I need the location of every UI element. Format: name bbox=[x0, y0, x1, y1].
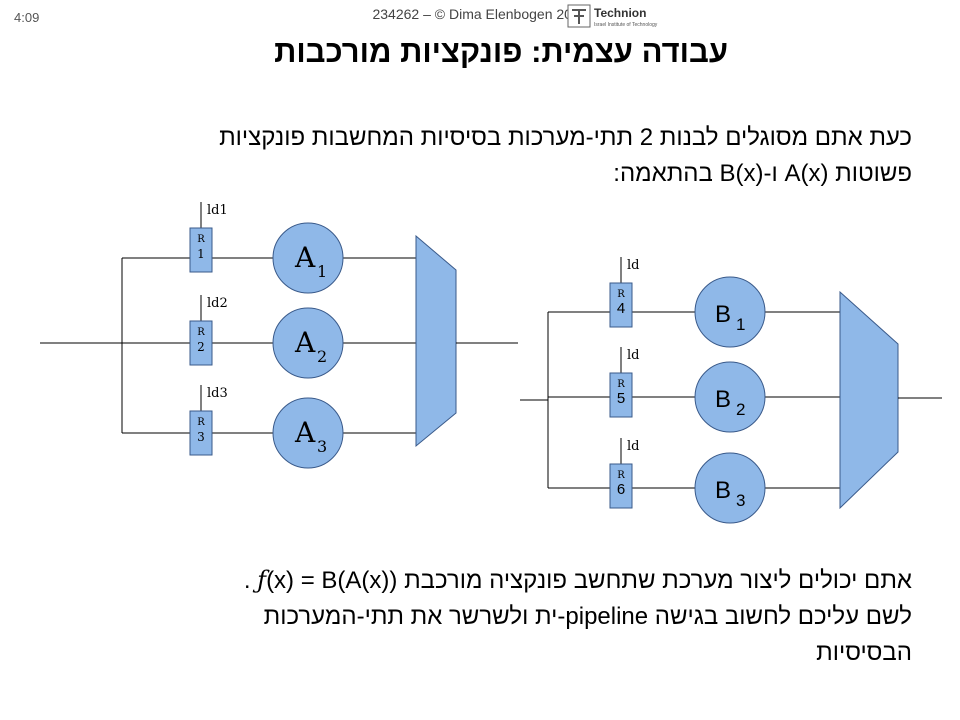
function-label: A bbox=[294, 241, 316, 274]
function-label: B bbox=[715, 386, 731, 413]
course-credit: 234262 – © Dima Elenbogen 2009 bbox=[372, 6, 588, 22]
register-box bbox=[609, 372, 633, 418]
function-circle bbox=[272, 397, 344, 469]
register-box bbox=[189, 320, 213, 366]
load-label: ld bbox=[627, 258, 639, 273]
task-line-3: הבסיסיות bbox=[816, 639, 912, 666]
intro-line-2: פשוטות A(x) ו-B(x) בהתאמה: bbox=[613, 160, 912, 187]
register-number: 3 bbox=[197, 430, 205, 444]
function-subscript: 2 bbox=[317, 347, 327, 366]
function-label: A bbox=[294, 416, 316, 449]
function-subscript: 3 bbox=[317, 437, 327, 456]
task-paragraph: אתם יכולים ליצור מערכת שתחשב פונקציה מור… bbox=[32, 562, 912, 671]
register-box bbox=[189, 227, 213, 273]
slide-title: עבודה עצמית: פונקציות מורכבות bbox=[274, 34, 728, 69]
register-number: 6 bbox=[617, 481, 625, 498]
load-label: ld bbox=[627, 348, 639, 363]
task-line-2: לשם עליכם לחשוב בגישה pipeline-ית ולשרשר… bbox=[263, 603, 912, 630]
load-label: ld bbox=[627, 439, 639, 454]
function-label: B bbox=[715, 301, 731, 328]
function-circle bbox=[694, 361, 766, 433]
logo-text: Technion bbox=[594, 6, 646, 20]
function-subscript: 1 bbox=[317, 262, 327, 281]
function-circle bbox=[272, 222, 344, 294]
logo-subtext: Israel Institute of Technology bbox=[594, 22, 658, 28]
multiplexer bbox=[415, 234, 457, 448]
formula-rest: (x) = B(A(x)) bbox=[266, 567, 398, 594]
subsystem-b: ldR4B10ldR5B21ldR6B32selB bbox=[520, 0, 942, 524]
task-line-1-end: . bbox=[243, 567, 251, 594]
register-box bbox=[609, 463, 633, 509]
select-prefix: sel bbox=[422, 0, 438, 3]
select-suffix: B bbox=[897, 0, 906, 3]
subsystem-a: ld1R1A10ld2R2A21ld3R3A32selA bbox=[40, 0, 518, 469]
task-line-1-text: אתם יכולים ליצור מערכת שתחשב פונקציה מור… bbox=[404, 567, 912, 594]
register-letter: R bbox=[617, 379, 625, 390]
function-subscript: 2 bbox=[736, 400, 745, 419]
register-number: 4 bbox=[617, 300, 625, 317]
register-box bbox=[609, 282, 633, 328]
function-circle bbox=[694, 276, 766, 348]
multiplexer bbox=[839, 290, 899, 510]
select-prefix: sel bbox=[879, 0, 895, 3]
load-label: ld1 bbox=[207, 203, 228, 218]
formula-f: ƒ bbox=[257, 566, 267, 594]
register-number: 2 bbox=[197, 340, 205, 354]
composite-formula: ƒ(x) = B(A(x)) bbox=[257, 566, 398, 594]
function-subscript: 1 bbox=[736, 315, 745, 334]
select-suffix: A bbox=[440, 0, 449, 3]
technion-logo: Technion Israel Institute of Technology bbox=[567, 4, 658, 28]
function-label: A bbox=[294, 326, 316, 359]
function-subscript: 3 bbox=[736, 491, 745, 510]
function-label: B bbox=[715, 477, 731, 504]
register-letter: R bbox=[197, 417, 205, 428]
load-label: ld2 bbox=[207, 296, 228, 311]
intro-paragraph: כעת אתם מסוגלים לבנות 2 תתי-מערכות בסיסי… bbox=[32, 120, 912, 192]
function-circle bbox=[272, 307, 344, 379]
slide-number: 4:09 bbox=[14, 10, 40, 25]
register-box bbox=[189, 410, 213, 456]
register-number: 5 bbox=[617, 390, 625, 407]
register-letter: R bbox=[197, 327, 205, 338]
register-letter: R bbox=[617, 470, 625, 481]
register-letter: R bbox=[617, 289, 625, 300]
intro-line-1: כעת אתם מסוגלים לבנות 2 תתי-מערכות בסיסי… bbox=[219, 124, 912, 151]
function-circle bbox=[694, 452, 766, 524]
register-letter: R bbox=[197, 234, 205, 245]
load-label: ld3 bbox=[207, 386, 228, 401]
register-number: 1 bbox=[197, 247, 205, 261]
task-line-1: אתם יכולים ליצור מערכת שתחשב פונקציה מור… bbox=[32, 562, 912, 599]
